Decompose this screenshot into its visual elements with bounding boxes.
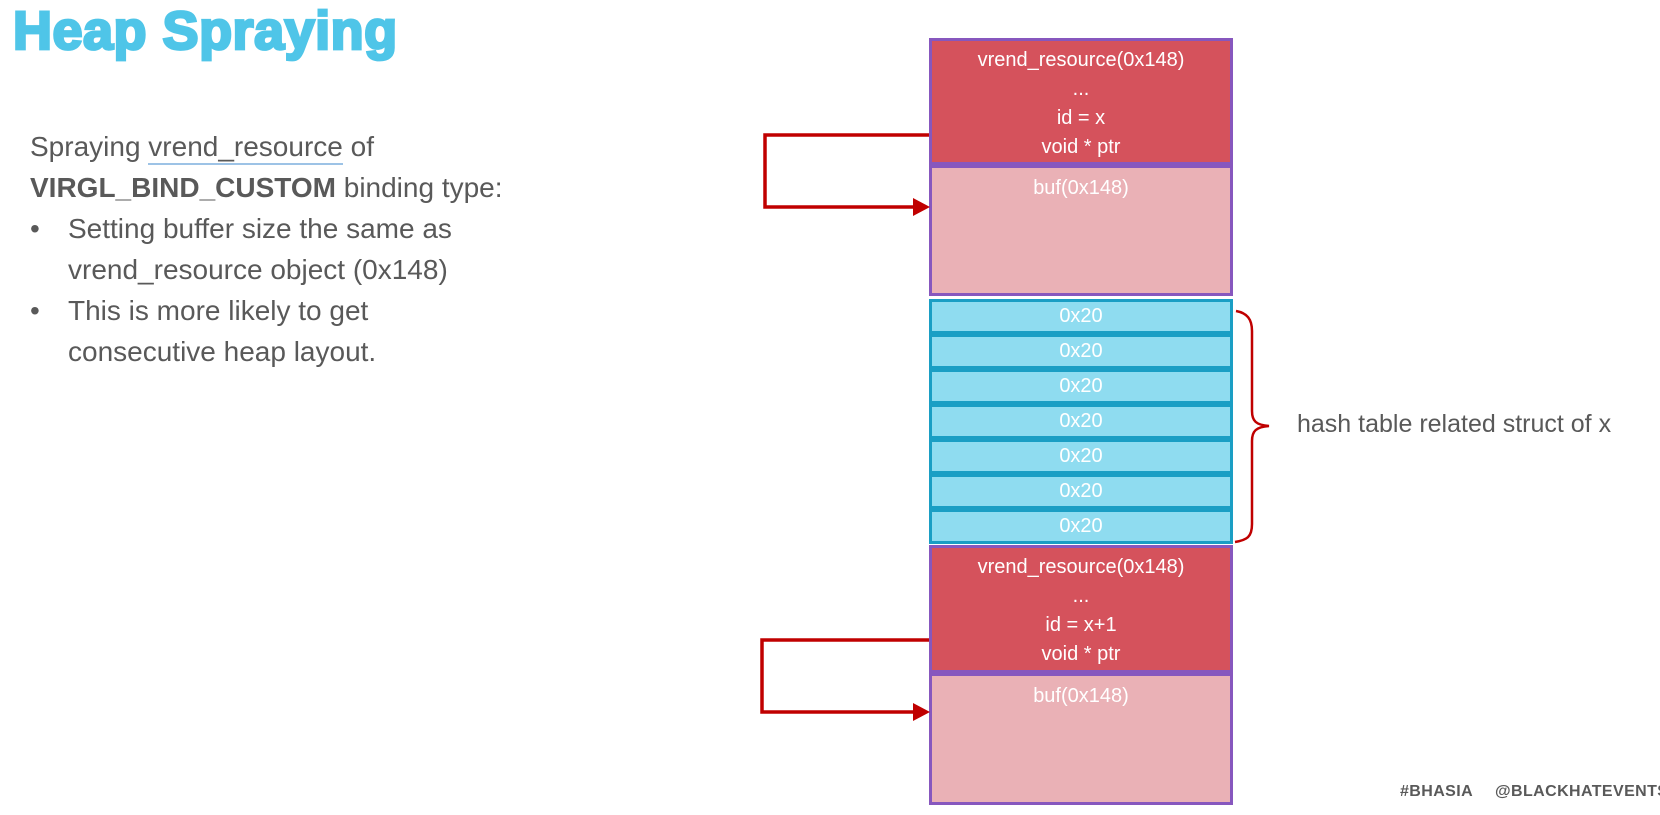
buf-box-label: buf(0x148): [1033, 177, 1129, 199]
vrend-box-name: vrend_resource(0x148): [977, 556, 1185, 578]
intro-bold-suffix: binding type:: [335, 172, 503, 203]
bullet-text: Setting buffer size the same as vrend_re…: [68, 213, 452, 285]
buf-box-x: buf(0x148): [929, 165, 1233, 296]
intro-prefix: Spraying: [30, 131, 149, 162]
bullet-item: • Setting buffer size the same as vrend_…: [30, 208, 590, 290]
buf-box-label: buf(0x148): [1033, 685, 1129, 707]
buf-box-x1: buf(0x148): [929, 673, 1233, 805]
vrend-resource-box-x1: vrend_resource(0x148) ... id = x+1 void …: [929, 545, 1233, 673]
footer-hashtag: #BHASIA: [1400, 783, 1474, 800]
intro-underlined-term: vrend_resource: [148, 131, 343, 165]
vrend-box-ptr: void * ptr: [1041, 136, 1121, 158]
bullet-text: This is more likely to get consecutive h…: [68, 295, 377, 367]
vrend-box-id: id = x: [1056, 107, 1106, 129]
page-title: Heap Spraying: [12, 0, 399, 62]
bullet-icon: •: [30, 295, 40, 326]
vrend-box-dots: ...: [1072, 585, 1090, 607]
body-text-block: Spraying vrend_resource of VIRGL_BIND_CU…: [30, 126, 590, 372]
pointer-arrow-icon: [760, 638, 930, 721]
hash-cell: 0x20: [929, 439, 1233, 474]
pointer-arrow-icon: [763, 133, 930, 216]
hash-cell: 0x20: [929, 474, 1233, 509]
hash-cell: 0x20: [929, 369, 1233, 404]
vrend-box-dots: ...: [1072, 78, 1090, 100]
brace-icon: [1234, 309, 1270, 544]
footer: #BHASIA @BLACKHATEVENTS: [1400, 783, 1660, 801]
vrend-box-id: id = x+1: [1045, 614, 1117, 636]
hash-table-annotation: hash table related struct of x: [1297, 410, 1612, 438]
intro-line-2: VIRGL_BIND_CUSTOM binding type:: [30, 167, 590, 208]
vrend-resource-box-x: vrend_resource(0x148) ... id = x void * …: [929, 38, 1233, 165]
hash-cell: 0x20: [929, 509, 1233, 544]
intro-bold-term: VIRGL_BIND_CUSTOM: [30, 172, 336, 203]
hash-cell: 0x20: [929, 404, 1233, 439]
intro-line-1: Spraying vrend_resource of: [30, 126, 590, 167]
bullet-item: • This is more likely to get consecutive…: [30, 290, 590, 372]
hash-table-stack: 0x20 0x20 0x20 0x20 0x20 0x20 0x20: [929, 299, 1233, 544]
vrend-box-name: vrend_resource(0x148): [977, 49, 1185, 71]
intro-suffix: of: [342, 131, 374, 162]
hash-cell: 0x20: [929, 334, 1233, 369]
vrend-box-ptr: void * ptr: [1041, 643, 1121, 665]
footer-handle: @BLACKHATEVENTS: [1495, 783, 1660, 800]
bullet-icon: •: [30, 213, 40, 244]
hash-cell: 0x20: [929, 299, 1233, 334]
